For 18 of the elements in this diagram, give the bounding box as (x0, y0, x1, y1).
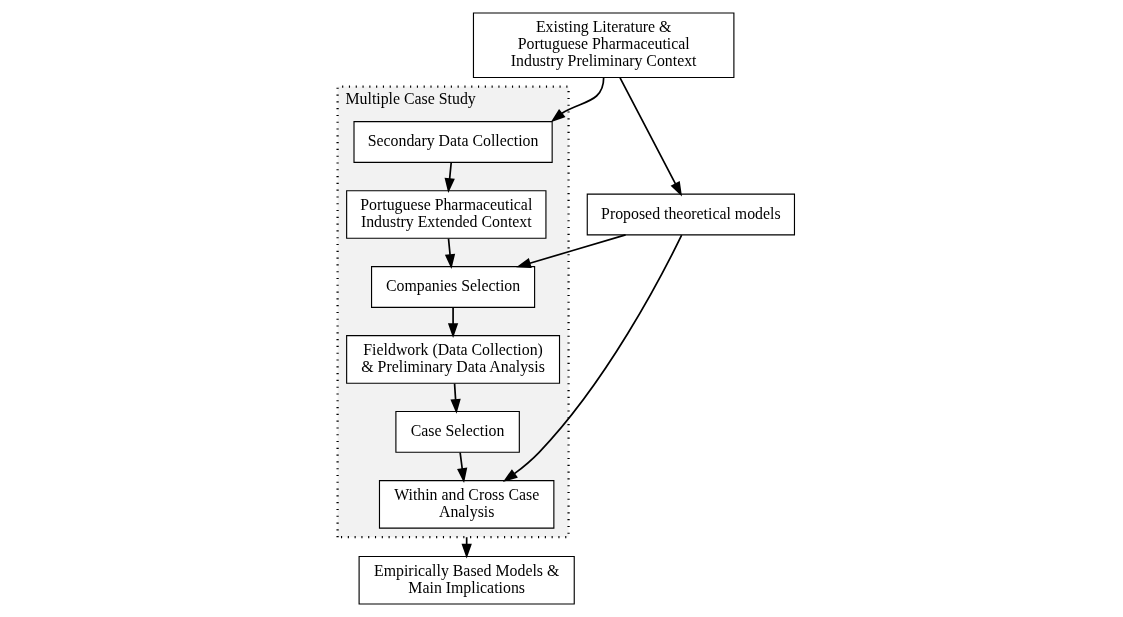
arrow (444, 161, 455, 193)
node-box: Case Selection (395, 410, 520, 453)
node-box: Secondary Data Collection (353, 121, 553, 163)
node-box: Within and Cross Case Analysis (378, 480, 555, 529)
node-box: Companies Selection (371, 266, 536, 308)
arrow (516, 234, 627, 268)
node-box: Existing Literature & Portuguese Pharmaceutical Industry Preliminary Context (472, 12, 735, 79)
arrow (450, 382, 461, 414)
arrow (619, 76, 682, 197)
arrow (502, 234, 683, 482)
arrow (550, 76, 605, 123)
node-box: Proposed theoretical models (586, 193, 796, 236)
node-box: Fieldwork (Data Collection) & Preliminary Data Analysis (346, 335, 561, 384)
arrow (447, 306, 459, 338)
arrow (461, 536, 472, 559)
node-box: Empirically Based Models & Main Implications (358, 555, 575, 605)
arrow (444, 237, 456, 269)
node-box: Portuguese Pharmaceutical Industry Extended Context (346, 190, 547, 239)
